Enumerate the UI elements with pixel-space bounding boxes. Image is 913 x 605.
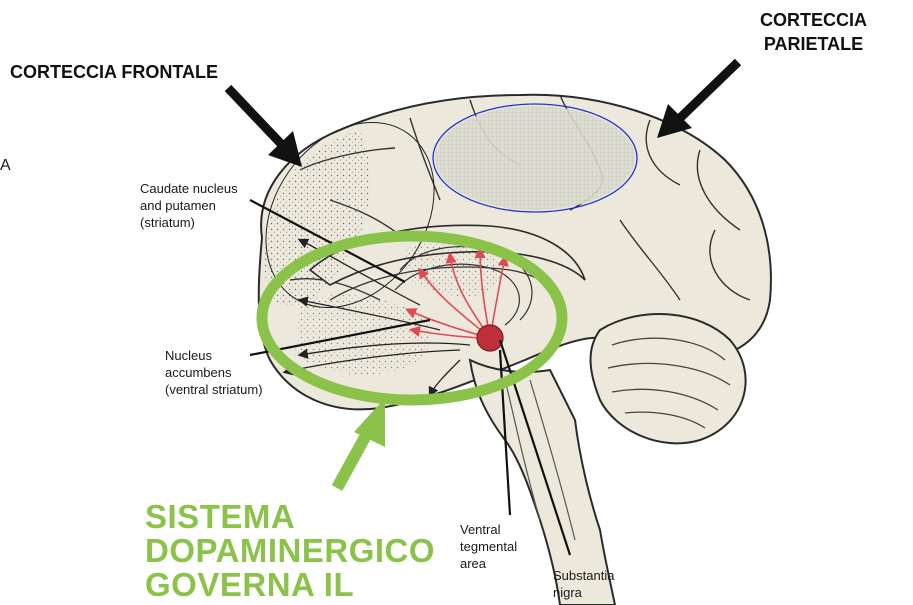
label-caudate-putamen: Caudate nucleus and putamen (striatum)	[140, 180, 238, 231]
parietal-region	[435, 106, 635, 210]
label-sistema-dopaminergico: SISTEMA DOPAMINERGICO GOVERNA IL	[145, 500, 435, 602]
parietal-arrow	[657, 62, 738, 138]
label-ventral-tegmental-area: Ventral tegmental area	[460, 521, 517, 572]
green-arrow	[337, 398, 385, 488]
frontal-arrow	[228, 88, 302, 167]
label-corteccia-parietale: CORTECCIA PARIETALE	[760, 8, 867, 56]
label-nucleus-accumbens: Nucleus accumbens (ventral striatum)	[165, 347, 263, 398]
cerebellum	[591, 314, 746, 443]
dopamine-nucleus	[477, 325, 503, 351]
label-corteccia-frontale: CORTECCIA FRONTALE	[10, 62, 218, 83]
edge-fragment-text: A	[0, 157, 11, 175]
label-substantia-nigra: Substantia nigra	[553, 567, 614, 601]
